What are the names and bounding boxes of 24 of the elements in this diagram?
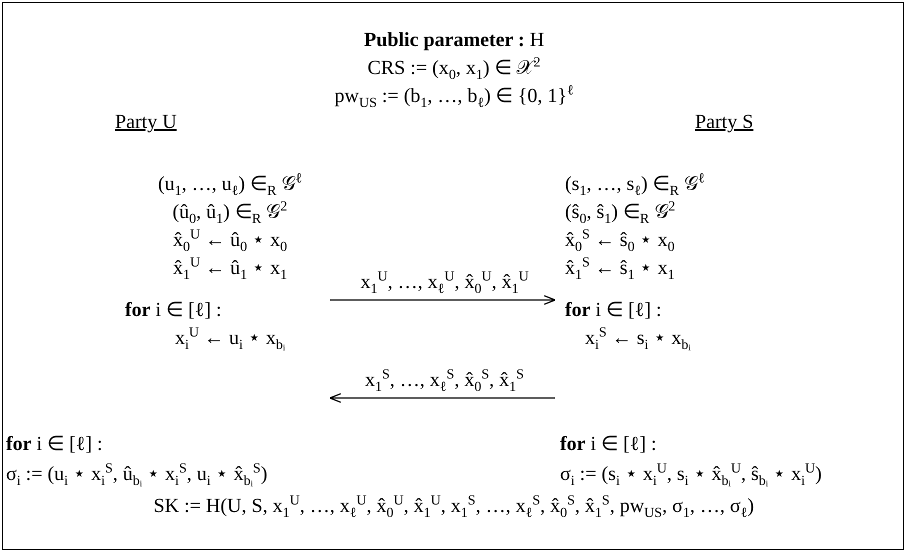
formula-text: σ$_{i}$ := (s$_{i}$ ⋆ x$_{i}$$^{U}$, s$_{i}$ ⋆ x̂$_{bᵢ}$$^{U}$, ŝ$_{bᵢ}$ ⋆ x$_{i}$$^{U}$) xyxy=(560,462,822,486)
title-text: Public parameter : H xyxy=(364,28,544,52)
formula-text: σ$_{i}$ := (u$_{i}$ ⋆ x$_{i}$$^{S}$, û$_{bᵢ}$ ⋆ x$_{i}$$^{S}$, u$_{i}$ ⋆ x̂$_{bᵢ}$$^{S}$) xyxy=(6,462,268,486)
formula-text: x̂$_{1}$$^{S}$ ← ŝ$_{1}$ ⋆ x$_{1}$ xyxy=(565,256,675,280)
formula-text: CRS := (x$_{0}$, x$_{1}$) ∈ 𝒳$^{2}$ xyxy=(368,56,540,80)
arrow xyxy=(329,393,555,403)
formula-text: x̂$_{0}$$^{U}$ ← û$_{0}$ ⋆ x$_{0}$ xyxy=(173,228,288,252)
formula-text: for i ∈ [ℓ] : xyxy=(125,298,222,322)
formula-text: (u$_{1}$, …, u$_{ℓ}$) ∈$_{R}$ 𝒢$^{ℓ}$ xyxy=(158,172,302,196)
party-heading: Party U xyxy=(115,110,177,134)
formula-text: (s$_{1}$, …, s$_{ℓ}$) ∈$_{R}$ 𝒢$^{ℓ}$ xyxy=(565,172,705,196)
formula-text: x$_{i}$$^{S}$ ← s$_{i}$ ⋆ x$_{bᵢ}$ xyxy=(585,326,691,350)
formula-text: x̂$_{1}$$^{U}$ ← û$_{1}$ ⋆ x$_{1}$ xyxy=(173,256,288,280)
formula-text: (û$_{0}$, û$_{1}$) ∈$_{R}$ 𝒢$^{2}$ xyxy=(172,200,288,224)
formula-text: SK := H(U, S, x$_{1}$$^{U}$, …, x$_{ℓ}$$^{U}$, x̂$_{0}$$^{U}$, x̂$_{1}$$^{U}$, x$_{1}$$^{S}$, …, x$_{ℓ}$$^{S}$, x̂$_{0}$$^{S}$, x̂$_{1}$$^{S}$, pw$_{US}$, σ$_{1}$, …, σ$_{ℓ}$) xyxy=(154,494,754,518)
arrow xyxy=(330,295,556,305)
formula-text: (ŝ$_{0}$, ŝ$_{1}$) ∈$_{R}$ 𝒢$^{2}$ xyxy=(565,200,676,224)
formula-text: for i ∈ [ℓ] : xyxy=(560,432,657,456)
formula-text: for i ∈ [ℓ] : xyxy=(565,298,662,322)
formula-text: x$_{i}$$^{U}$ ← u$_{i}$ ⋆ x$_{bᵢ}$ xyxy=(175,326,286,350)
formula-text: for i ∈ [ℓ] : xyxy=(6,432,103,456)
party-heading: Party S xyxy=(695,110,754,134)
formula-text: pw$_{US}$ := (b$_{1}$, …, b$_{ℓ}$) ∈ {0, 1}$^{ℓ}$ xyxy=(334,84,574,108)
formula-text: x̂$_{0}$$^{S}$ ← ŝ$_{0}$ ⋆ x$_{0}$ xyxy=(565,228,675,252)
